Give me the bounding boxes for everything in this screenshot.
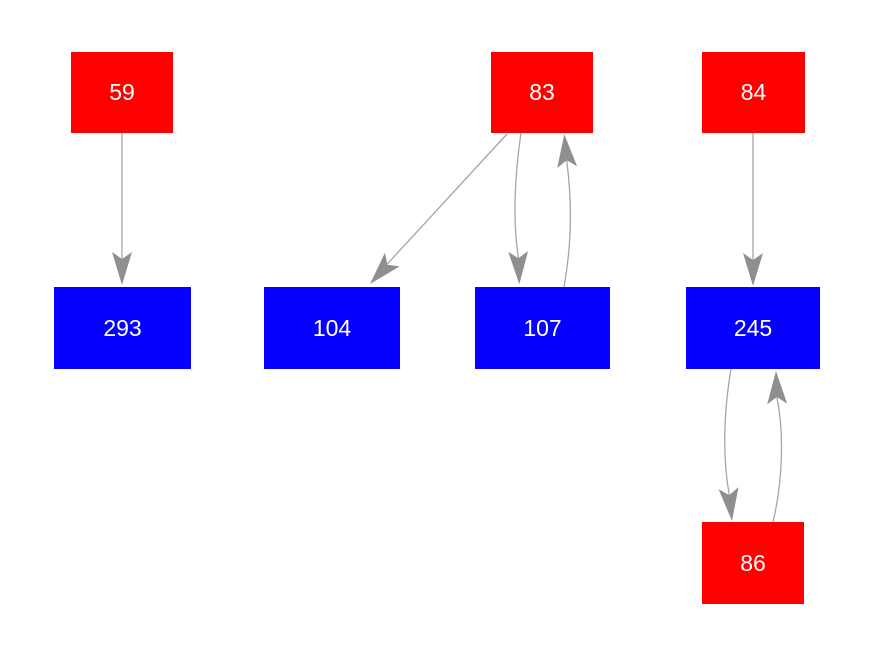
arrowhead-59-to-293	[112, 252, 132, 285]
arrowhead-107-to-83	[557, 134, 578, 168]
arrowhead-86-to-245	[767, 371, 788, 405]
node-label: 293	[103, 314, 142, 341]
node-59: 59	[71, 52, 173, 133]
arrowhead-245-to-86	[718, 487, 739, 521]
edge-245-to-86	[724, 368, 732, 496]
node-107: 107	[475, 287, 610, 369]
node-label: 59	[109, 79, 135, 105]
node-label: 86	[740, 549, 766, 576]
arrowhead-84-to-245	[743, 253, 763, 286]
node-245: 245	[686, 287, 820, 369]
node-86: 86	[702, 522, 804, 604]
edge-83-to-107	[514, 132, 522, 259]
node-label: 245	[733, 314, 773, 341]
edge-83-to-104	[387, 133, 508, 265]
node-293: 293	[54, 287, 191, 369]
node-label: 84	[740, 79, 767, 105]
arrowhead-83-to-104	[370, 252, 400, 284]
node-label: 107	[523, 314, 562, 341]
arrowhead-83-to-107	[508, 251, 529, 285]
node-label: 104	[312, 314, 352, 341]
node-104: 104	[264, 287, 400, 369]
node-label: 83	[529, 79, 555, 105]
edge-107-to-83	[563, 159, 571, 288]
edge-86-to-245	[772, 396, 783, 523]
node-84: 84	[702, 52, 805, 133]
node-83: 83	[491, 52, 593, 133]
